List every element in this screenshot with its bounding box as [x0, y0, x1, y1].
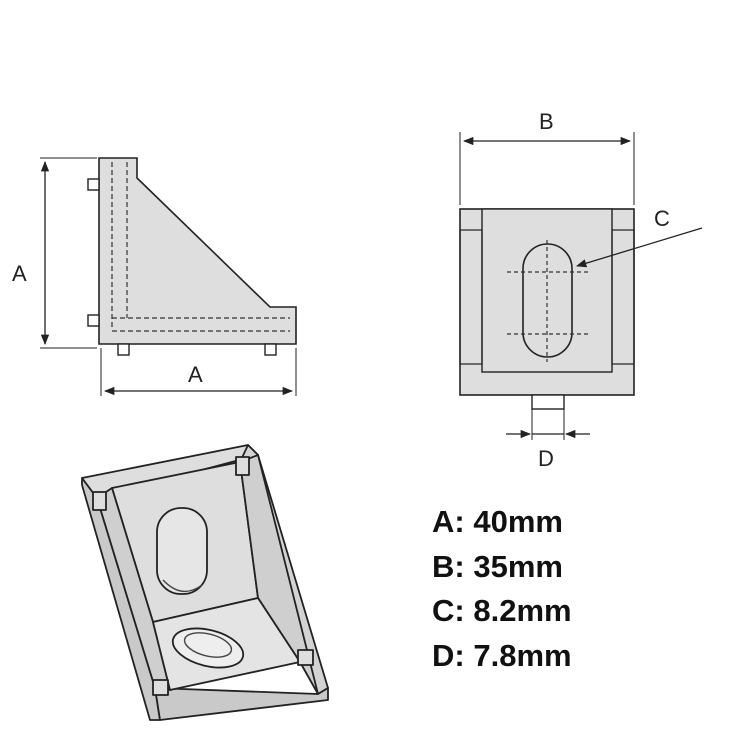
- isometric-view: [81, 444, 329, 721]
- side-tab-top: [87, 178, 100, 191]
- spec-d: D: 7.8mm: [432, 634, 572, 679]
- spec-b-label: B:: [432, 548, 465, 584]
- dim-a-vertical-label: A: [12, 261, 27, 286]
- spec-d-label: D:: [432, 637, 465, 673]
- spec-d-value: 7.8mm: [473, 637, 572, 673]
- dim-a-horizontal-label: A: [188, 362, 203, 387]
- front-view-tab: [531, 394, 565, 410]
- spec-a-value: 40mm: [473, 504, 563, 539]
- dim-d-label: D: [538, 446, 554, 471]
- iso-floor-slot: [171, 627, 245, 669]
- side-view: A A: [12, 157, 297, 396]
- spec-b: B: 35mm: [432, 545, 572, 590]
- spec-c-value: 8.2mm: [473, 593, 572, 628]
- side-tab-bottom-left: [117, 343, 130, 356]
- spec-list: A: 40mm B: 35mm C: 8.2mm D: 7.8mm: [432, 500, 572, 678]
- spec-a: A: 40mm: [432, 500, 572, 545]
- dim-c-leader: [576, 227, 703, 268]
- dim-b-label: B: [539, 109, 554, 134]
- front-view: B C D: [459, 109, 703, 471]
- iso-right-wall: [239, 454, 319, 695]
- spec-a-label: A:: [432, 504, 465, 539]
- dim-c-label: C: [654, 206, 670, 231]
- spec-b-value: 35mm: [473, 548, 563, 584]
- spec-c-label: C:: [432, 593, 465, 628]
- side-tab-bottom-right: [264, 343, 277, 356]
- side-tab-mid: [87, 314, 100, 327]
- iso-vertical-slot: [156, 507, 208, 595]
- spec-c: C: 8.2mm: [432, 589, 572, 634]
- iso-bottom-edge: [154, 687, 329, 721]
- side-view-body: [98, 157, 297, 345]
